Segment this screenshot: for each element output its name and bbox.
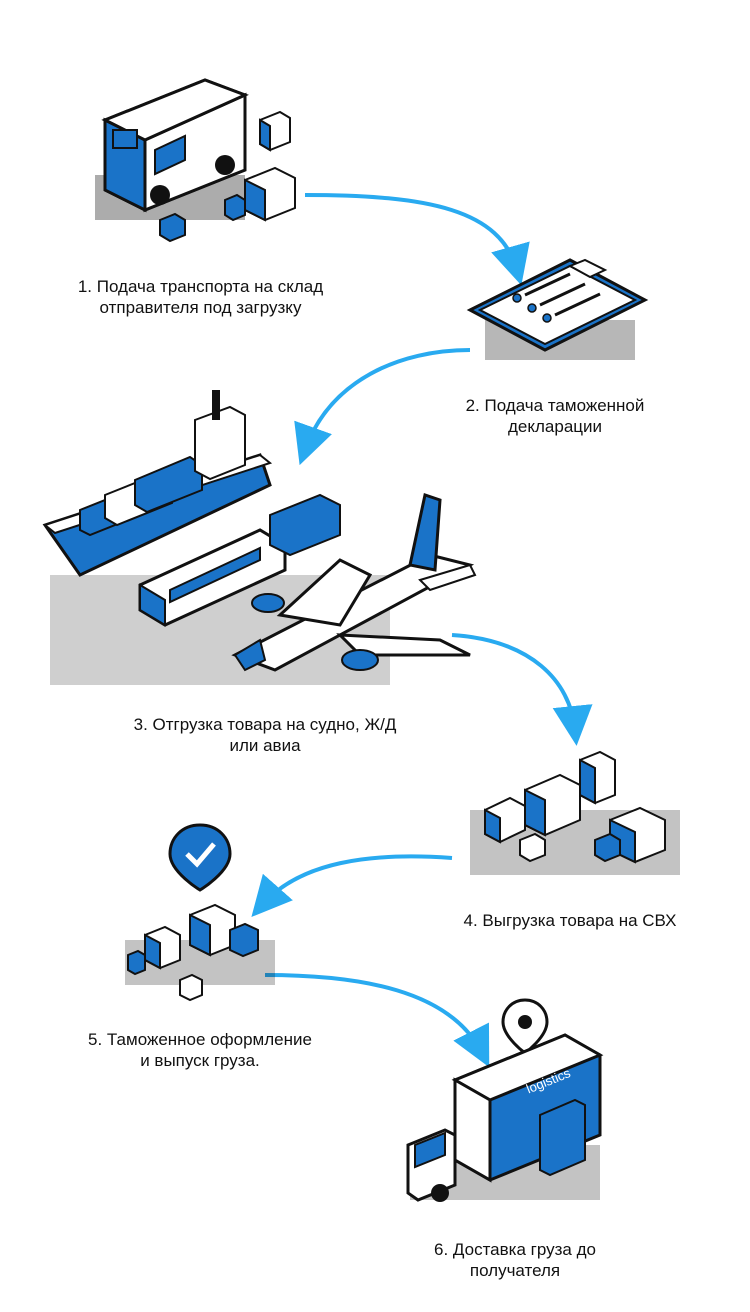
step-3-caption: 3. Отгрузка товара на судно, Ж/Д или ави… (100, 714, 430, 756)
step-3-line2: или авиа (229, 736, 301, 755)
arrow-step4-to-step5 (251, 854, 453, 917)
arrow-step1-to-step2 (304, 193, 530, 286)
arrow-step2-to-step3 (294, 348, 471, 466)
arrow-step3-to-step4 (451, 633, 593, 746)
step-5-line1: 5. Таможенное оформление (88, 1030, 312, 1049)
step-3-line1: 3. Отгрузка товара на судно, Ж/Д (133, 715, 397, 734)
step-4-line1: 4. Выгрузка товара на СВХ (463, 911, 677, 930)
step-1-caption: 1. Подача транспорта на склад отправител… (48, 276, 353, 318)
step-2-line1: 2. Подача таможенной (465, 396, 645, 415)
step-5-line2: и выпуск груза. (140, 1051, 260, 1070)
ship-train-plane-icon (42, 390, 477, 685)
arrow-step5-to-step6 (264, 973, 490, 1068)
step-1-line2: отправителя под загрузку (99, 298, 302, 317)
clipboard-checklist-icon (466, 258, 649, 360)
step-4-caption: 4. Выгрузка товара на СВХ (440, 910, 700, 931)
step-1-line1: 1. Подача транспорта на склад (77, 277, 324, 296)
step-5-caption: 5. Таможенное оформление и выпуск груза. (55, 1029, 345, 1071)
step-6-caption: 6. Доставка груза до получателя (390, 1239, 640, 1281)
step-6-line1: 6. Доставка груза до (434, 1240, 596, 1259)
step-2-caption: 2. Подача таможенной декларации (430, 395, 680, 437)
warehouse-boxes-icon (470, 750, 680, 875)
delivery-van-icon (95, 78, 296, 243)
step-6-line2: получателя (469, 1261, 561, 1280)
cleared-boxes-check-icon (125, 823, 275, 1002)
step-2-line2: декларации (507, 417, 602, 436)
delivery-truck-icon: logistics (406, 998, 604, 1202)
